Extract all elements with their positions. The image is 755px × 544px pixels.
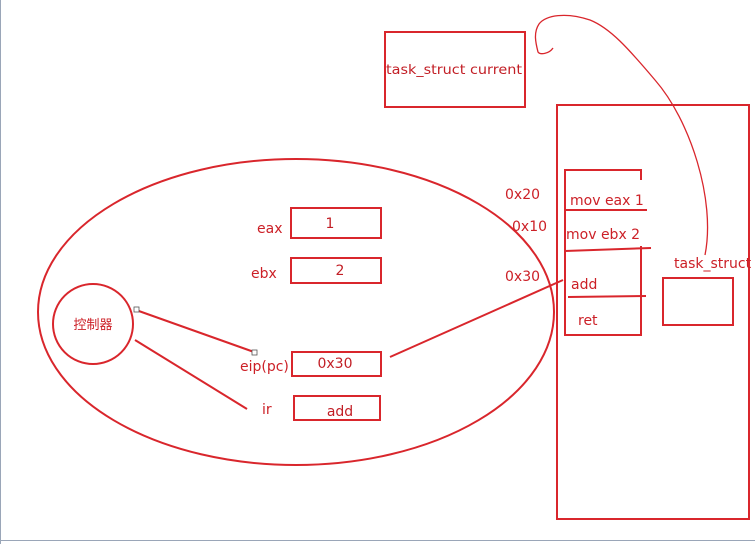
instruction-mov-eax: mov eax 1 [570, 193, 644, 209]
eip-register-label: eip(pc) [240, 359, 289, 375]
ir-register-value: add [327, 404, 353, 420]
instruction-divider-2 [564, 247, 652, 252]
instruction-add: add [571, 277, 597, 293]
eip-register-box [291, 351, 382, 377]
line-handle-start [133, 306, 140, 313]
eip-register-value: 0x30 [317, 356, 352, 372]
controller-circle [52, 283, 134, 365]
instruction-divider-3 [567, 295, 647, 298]
task-struct-box [662, 277, 734, 326]
controller-to-eip-line [135, 309, 255, 353]
eip-pointer-line [389, 279, 564, 358]
task-struct-current-label: task_struct current [386, 63, 522, 78]
ebx-register-label: ebx [251, 266, 277, 282]
ir-register-label: ir [262, 402, 272, 418]
line-handle-end [251, 349, 258, 356]
eax-register-box [290, 207, 382, 239]
ebx-register-value: 2 [336, 263, 345, 279]
controller-to-ir-line [134, 339, 248, 410]
ebx-register-box [290, 257, 382, 284]
cpu-ellipse [37, 158, 555, 466]
instruction-ret: ret [578, 313, 598, 329]
current-pointer-arrow [534, 14, 709, 256]
memory-box [556, 104, 750, 520]
eax-register-value: 1 [326, 216, 335, 232]
address-label-0x10: 0x10 [512, 219, 547, 235]
task-struct-current-box [384, 31, 526, 108]
instruction-block [564, 169, 642, 336]
eax-register-label: eax [257, 221, 282, 237]
ir-register-box [293, 395, 381, 421]
address-label-0x20: 0x20 [505, 187, 540, 203]
address-label-0x30: 0x30 [505, 269, 540, 285]
task-struct-label: task_struct [674, 256, 752, 272]
instruction-mov-ebx: mov ebx 2 [566, 227, 640, 243]
controller-label: 控制器 [73, 318, 112, 333]
